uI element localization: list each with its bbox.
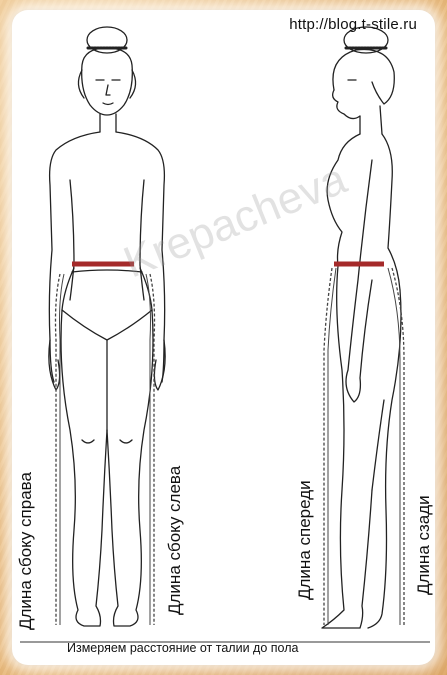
label-side-left: Длина сбоку слева [165, 466, 185, 615]
measurement-diagram: http://blog.t-stile.ru Krepacheva Длина … [12, 10, 435, 665]
tape-side-left-edge [146, 274, 151, 625]
tape-front-edge [328, 268, 336, 625]
label-front: Длина спереди [295, 480, 315, 600]
figures-drawing [12, 10, 435, 665]
label-side-right: Длина сбоку справа [16, 472, 36, 630]
side-figure [322, 27, 401, 628]
tape-back-edge [388, 268, 400, 625]
label-back: Длина сзади [414, 495, 434, 595]
front-figure [49, 27, 165, 626]
caption: Измеряем расстояние от талии до пола [67, 641, 298, 655]
source-url: http://blog.t-stile.ru [289, 16, 417, 33]
